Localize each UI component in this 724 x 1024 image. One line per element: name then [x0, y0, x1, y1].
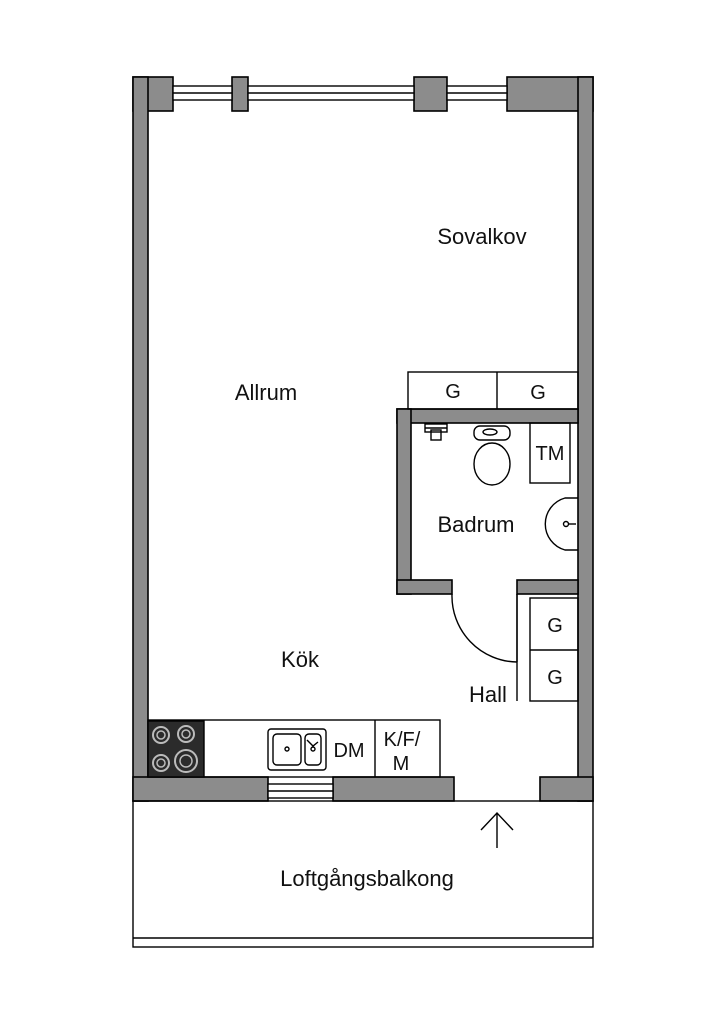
room-label-kok: Kök — [281, 647, 320, 672]
tm-label: TM — [536, 443, 565, 465]
kitchen-sink — [267, 728, 327, 771]
dm-label: DM — [333, 740, 364, 762]
wardrobe-label: G — [530, 382, 546, 404]
room-label-hall: Hall — [469, 682, 507, 707]
kfm-label-line1: K/F/ — [384, 729, 421, 751]
wardrobes-top — [407, 371, 579, 410]
toilet — [473, 425, 511, 486]
stove — [147, 720, 205, 778]
room-label-balkong: Loftgångsbalkong — [280, 866, 454, 891]
room-label-allrum: Allrum — [235, 380, 297, 405]
washing-machine — [529, 422, 571, 484]
balcony — [132, 800, 594, 948]
entrance-arrow-icon — [480, 811, 514, 848]
bathroom-door — [451, 593, 518, 663]
bathroom-sink — [544, 497, 578, 551]
kfm-label-line2: M — [393, 753, 410, 775]
wardrobe-label: G — [547, 667, 563, 689]
bathroom-walls — [396, 408, 579, 595]
room-label-badrum: Badrum — [437, 512, 514, 537]
room-label-sovalkov: Sovalkov — [437, 224, 526, 249]
wardrobe-label: G — [445, 381, 461, 403]
kitchen-window — [267, 783, 334, 799]
wardrobe-label: G — [547, 615, 563, 637]
top-windows — [172, 85, 508, 101]
shower-mixer — [424, 423, 448, 441]
outer-walls — [132, 76, 594, 802]
